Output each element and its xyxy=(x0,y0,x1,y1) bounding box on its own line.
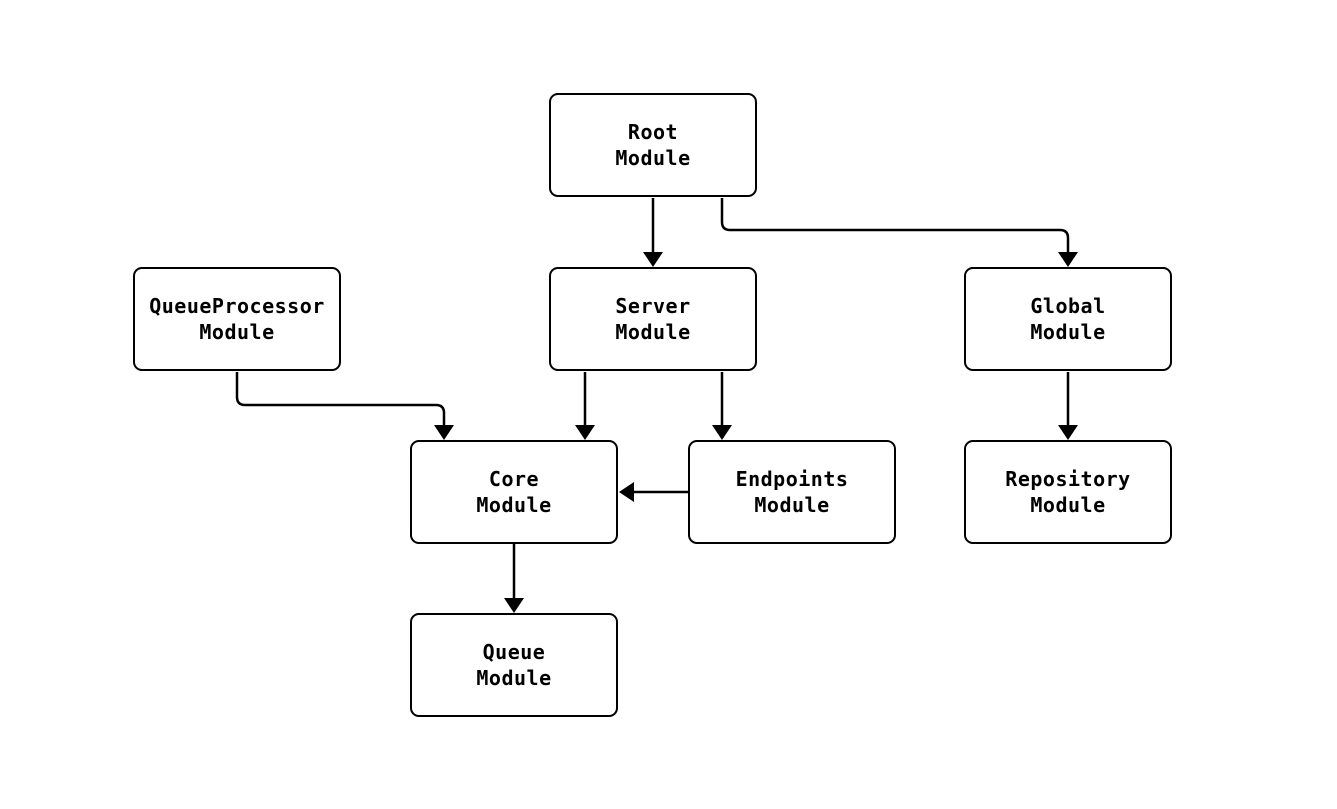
node-server-module: Server Module xyxy=(549,267,757,371)
node-queueprocessor-module-label: QueueProcessor Module xyxy=(149,294,325,344)
edge-root-to-global xyxy=(720,198,1078,267)
edge-queueprocessor-to-core xyxy=(235,372,454,440)
node-root-module-label: Root Module xyxy=(615,120,691,170)
node-repository-module-label: Repository Module xyxy=(1005,467,1131,517)
node-repository-module: Repository Module xyxy=(964,440,1172,544)
node-root-module: Root Module xyxy=(549,93,757,197)
node-queueprocessor-module: QueueProcessor Module xyxy=(133,267,341,371)
node-queue-module: Queue Module xyxy=(410,613,618,717)
node-global-module-label: Global Module xyxy=(1030,294,1106,344)
node-global-module: Global Module xyxy=(964,267,1172,371)
node-core-module-label: Core Module xyxy=(476,467,552,517)
node-server-module-label: Server Module xyxy=(615,294,691,344)
node-endpoints-module: Endpoints Module xyxy=(688,440,896,544)
node-core-module: Core Module xyxy=(410,440,618,544)
node-queue-module-label: Queue Module xyxy=(476,640,552,690)
node-endpoints-module-label: Endpoints Module xyxy=(735,467,849,517)
